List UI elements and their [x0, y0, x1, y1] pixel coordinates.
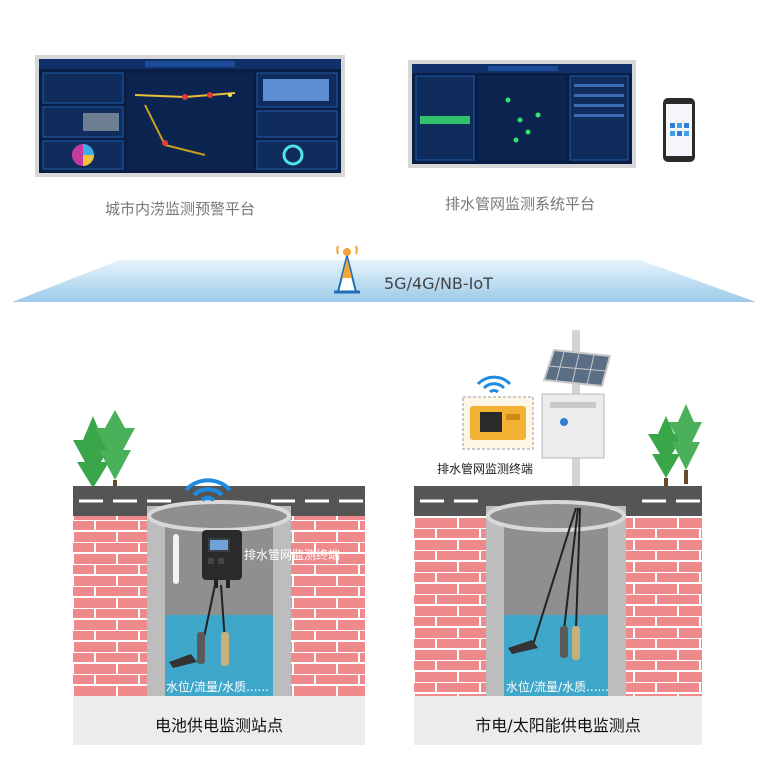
drainage-dashboard-image — [408, 60, 636, 168]
left-device-label: 排水管网监测终端 — [244, 548, 341, 562]
smartphone-icon — [662, 97, 696, 163]
right-terminal-label: 排水管网监测终端 — [437, 462, 534, 476]
right-station-scene — [414, 330, 702, 745]
city-flood-dashboard-image — [35, 55, 345, 177]
right-water-label: 水位/流量/水质...... — [506, 680, 609, 694]
left-station-caption: 电池供电监测站点 — [154, 716, 283, 735]
platform-caption-right: 排水管网监测系统平台 — [444, 195, 595, 213]
cell-tower-icon — [330, 244, 364, 296]
left-wifi-icon — [182, 472, 234, 502]
left-station-scene — [73, 410, 365, 745]
left-monitoring-device — [200, 528, 244, 590]
right-station-caption: 市电/太阳能供电监测点 — [475, 716, 641, 735]
network-label: 5G/4G/NB-IoT — [384, 274, 493, 293]
platform-screen-right — [408, 60, 636, 168]
right-wifi-icon — [476, 372, 512, 394]
terminal-photo — [462, 396, 534, 450]
network-band — [0, 250, 762, 310]
platform-screen-left — [35, 55, 345, 177]
platform-caption-left: 城市内涝监测预警平台 — [104, 200, 255, 218]
left-water-label: 水位/流量/水质...... — [166, 680, 269, 694]
